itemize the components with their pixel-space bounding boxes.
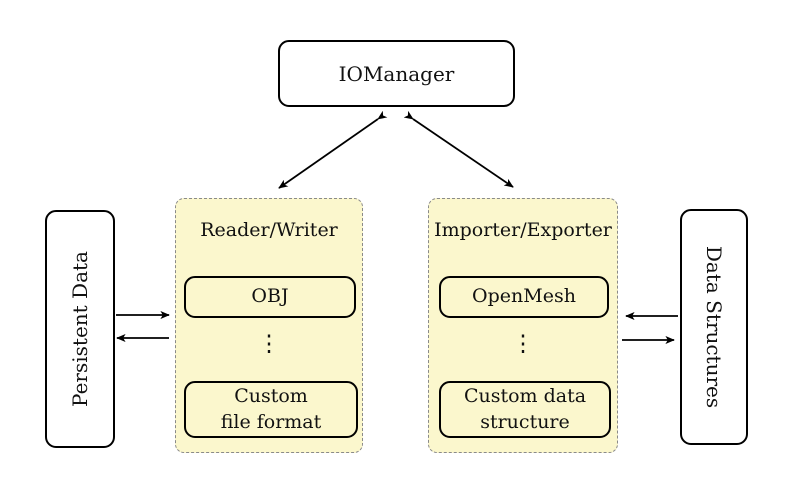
custom-file-format-line2: file format (220, 410, 322, 433)
group-reader-writer: Reader/Writer OBJ ⋮ Custom file format (175, 198, 363, 453)
node-iomanager: IOManager (278, 40, 515, 107)
custom-file-format-line1: Custom (234, 385, 308, 408)
node-data-structures: Data Structures (680, 209, 748, 445)
persistent-data-label: Persistent Data (68, 251, 93, 407)
group-importer-exporter: Importer/Exporter OpenMesh ⋮ Custom data… (428, 198, 618, 453)
iomanager-label: IOManager (338, 61, 455, 86)
data-structures-label: Data Structures (702, 245, 726, 409)
obj-label: OBJ (251, 285, 289, 308)
custom-data-structure-line2: structure (480, 410, 570, 433)
importer-exporter-title: Importer/Exporter (434, 219, 612, 241)
reader-writer-title: Reader/Writer (200, 219, 338, 241)
node-persistent-data: Persistent Data (45, 210, 115, 448)
arrow-iomanager-importerexporter (403, 110, 514, 188)
reader-writer-ellipsis: ⋮ (257, 331, 281, 357)
node-custom-data-structure: Custom data structure (439, 381, 611, 438)
openmesh-label: OpenMesh (472, 285, 576, 308)
node-obj: OBJ (184, 276, 356, 318)
importer-exporter-ellipsis: ⋮ (511, 331, 535, 357)
arrow-iomanager-readerwriter (278, 110, 388, 189)
custom-data-structure-line1: Custom data (463, 385, 587, 408)
node-custom-file-format: Custom file format (184, 381, 358, 438)
node-openmesh: OpenMesh (439, 276, 609, 318)
